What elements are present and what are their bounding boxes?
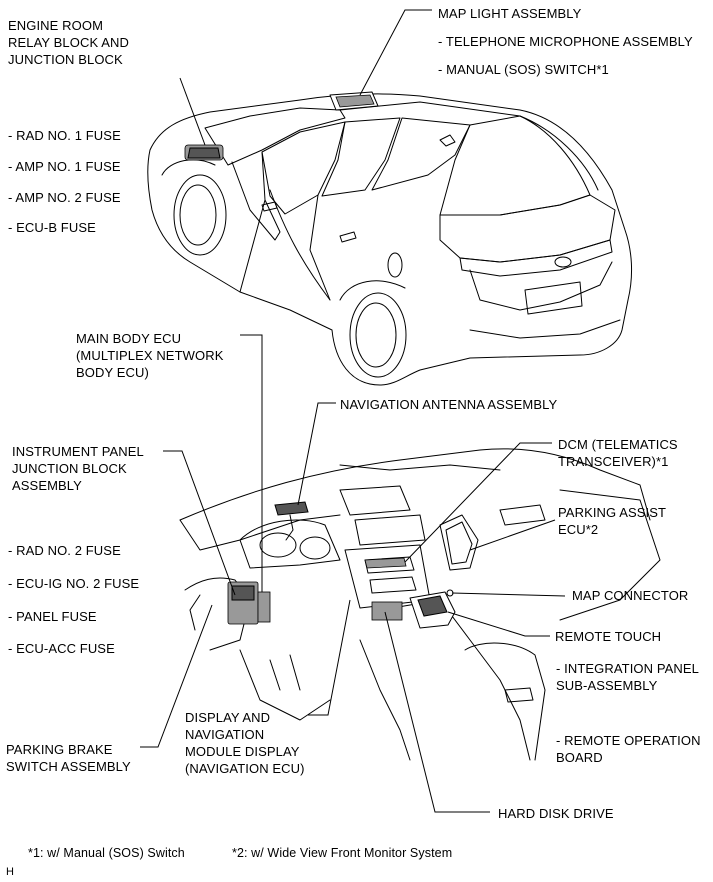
car-illustration — [147, 91, 633, 386]
label-map-connector: MAP CONNECTOR — [572, 588, 689, 603]
leader-lines — [140, 9, 566, 813]
label-ecu-ig-no2-fuse: - ECU-IG NO. 2 FUSE — [8, 576, 140, 591]
label-remote-touch: REMOTE TOUCH — [555, 629, 662, 644]
corner-mark: H — [6, 866, 15, 878]
label-display-navigation-module: DISPLAY AND NAVIGATION MODULE DISPLAY (N… — [185, 710, 305, 776]
label-parking-brake-switch: PARKING BRAKE SWITCH ASSEMBLY — [6, 742, 131, 774]
label-panel-fuse: - PANEL FUSE — [8, 609, 97, 624]
label-navigation-antenna: NAVIGATION ANTENNA ASSEMBLY — [340, 397, 558, 412]
label-main-body-ecu: MAIN BODY ECU (MULTIPLEX NETWORK BODY EC… — [76, 331, 224, 380]
label-instrument-panel-jb: INSTRUMENT PANEL JUNCTION BLOCK ASSEMBLY — [12, 444, 144, 493]
label-rad-no2-fuse: - RAD NO. 2 FUSE — [8, 543, 121, 558]
label-map-light-assembly: MAP LIGHT ASSEMBLY — [438, 6, 582, 21]
label-hard-disk-drive: HARD DISK DRIVE — [498, 806, 614, 821]
footnote-1: *1: w/ Manual (SOS) Switch — [28, 846, 185, 860]
label-amp-no1-fuse: - AMP NO. 1 FUSE — [8, 159, 121, 174]
label-integration-panel: - INTEGRATION PANEL SUB-ASSEMBLY — [556, 661, 699, 693]
label-amp-no2-fuse: - AMP NO. 2 FUSE — [8, 190, 121, 205]
label-manual-sos-switch: - MANUAL (SOS) SWITCH*1 — [438, 62, 609, 77]
label-ecu-b-fuse: - ECU-B FUSE — [8, 220, 96, 235]
label-parking-assist-ecu: PARKING ASSIST ECU*2 — [558, 505, 667, 537]
label-engine-room-relay-block: ENGINE ROOM RELAY BLOCK AND JUNCTION BLO… — [8, 18, 129, 67]
footnote-2: *2: w/ Wide View Front Monitor System — [232, 846, 453, 860]
interior-illustration — [179, 448, 661, 761]
label-remote-operation-board: - REMOTE OPERATION BOARD — [556, 733, 701, 765]
label-dcm: DCM (TELEMATICS TRANSCEIVER)*1 — [558, 437, 678, 469]
label-telephone-microphone: - TELEPHONE MICROPHONE ASSEMBLY — [438, 34, 693, 49]
label-rad-no1-fuse: - RAD NO. 1 FUSE — [8, 128, 121, 143]
label-ecu-acc-fuse: - ECU-ACC FUSE — [8, 641, 115, 656]
